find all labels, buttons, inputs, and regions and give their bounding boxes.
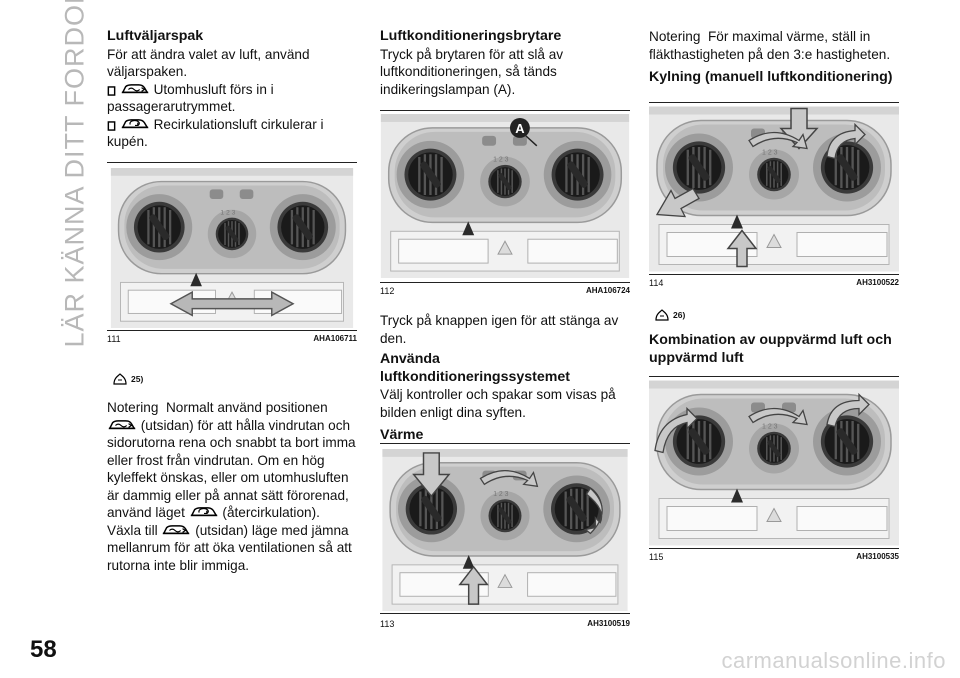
column-2: Luftkonditioneringsbrytare Tryck på bryt… xyxy=(380,28,630,98)
figure-number: 112 xyxy=(380,286,395,296)
rotate-arrow-icon xyxy=(584,487,603,535)
outside-air-car-icon xyxy=(107,418,137,433)
column-1-note: Notering Normalt använd positionen (utsi… xyxy=(107,399,357,574)
ac-off-text: Tryck på knappen igen för att stänga av … xyxy=(380,313,619,346)
rotate-arrow-icon xyxy=(654,406,698,454)
heading-ac-switch: Luftkonditioneringsbrytare xyxy=(380,28,562,44)
note-reference-26: 26) xyxy=(654,308,685,322)
combination-panel-image xyxy=(649,380,899,546)
column-3: Notering För maximal värme, ställ in flä… xyxy=(649,28,899,87)
curved-arrow-icon xyxy=(479,469,539,488)
column-2-middle: Tryck på knappen igen för att stänga av … xyxy=(380,312,630,445)
svg-text:A: A xyxy=(515,121,524,136)
heading-cooling: Kylning (manuell luftkonditionering) xyxy=(649,69,893,85)
up-arrow-icon xyxy=(726,229,758,268)
heading-air-selector: Luftväljarspak xyxy=(107,28,204,44)
figure-number: 113 xyxy=(380,619,395,629)
curved-arrow-icon xyxy=(748,407,808,426)
rotate-arrow-icon xyxy=(826,392,870,428)
heading-using-ac: Använda luftkonditioneringssystemet xyxy=(380,351,570,385)
using-ac-text: Välj kontroller och spakar som visas på … xyxy=(380,387,616,420)
figure-111: 111 AHA106711 xyxy=(107,162,357,354)
figure-number: 115 xyxy=(649,552,664,562)
heading-heat: Värme xyxy=(380,427,424,443)
figure-code: AH3100535 xyxy=(856,552,899,561)
figure-number: 114 xyxy=(649,278,664,288)
figure-code: AH3100519 xyxy=(587,619,630,628)
column-3-lower: Kombination av ouppvärmd luft och uppvär… xyxy=(649,332,899,367)
air-selector-intro: För att ändra valet av luft, använd välj… xyxy=(107,46,310,80)
double-arrow-icon xyxy=(169,290,295,317)
warning-hand-icon xyxy=(655,309,669,321)
down-arrow-icon xyxy=(412,452,451,498)
item-outside-air: Utomhusluft förs in i passagerarutrymmet… xyxy=(107,81,274,115)
figure-number: 111 xyxy=(107,334,121,344)
figure-112: A 112 AHA106724 xyxy=(380,110,630,300)
page-number: 58 xyxy=(30,636,57,663)
figure-code: AHA106711 xyxy=(313,334,357,343)
watermark: carmanualsonline.info xyxy=(721,648,946,673)
figure-113: 113 AH3100519 xyxy=(380,443,630,635)
cooling-panel-image xyxy=(649,106,899,272)
side-chapter-title: LÄR KÄNNA DITT FORDON xyxy=(59,0,90,348)
heat-panel-image xyxy=(380,449,630,611)
up-arrow-icon xyxy=(458,565,489,605)
figure-code: AHA106724 xyxy=(585,286,630,295)
note-max-heat: Notering För maximal värme, ställ in flä… xyxy=(649,29,891,62)
rotate-arrow-icon xyxy=(826,122,866,160)
outside-air-car-icon xyxy=(161,523,191,538)
item-recirculation: Recirkulationsluft cirkulerar i kupén. xyxy=(107,116,324,150)
outside-air-car-icon xyxy=(120,82,150,97)
curved-arrow-icon xyxy=(748,131,808,150)
figure-code: AH3100522 xyxy=(856,278,899,287)
recirculation-car-icon xyxy=(189,505,219,520)
heading-combination: Kombination av ouppvärmd luft och uppvär… xyxy=(649,332,892,366)
small-square-icon xyxy=(107,85,116,97)
column-1: Luftväljarspak För att ändra valet av lu… xyxy=(107,28,357,151)
climate-panel-image xyxy=(107,168,357,328)
label-a-marker xyxy=(509,117,530,138)
figure-114: 114 AH3100522 xyxy=(649,102,899,292)
ac-switch-text: Tryck på brytaren för att slå av luftkon… xyxy=(380,46,564,97)
warning-hand-icon xyxy=(113,373,127,385)
note-reference-25: 25) xyxy=(112,372,143,386)
diagonal-arrow-icon xyxy=(655,187,700,218)
note-paragraph-1: Notering Normalt använd positionen (utsi… xyxy=(107,400,356,573)
recirculation-car-icon xyxy=(120,117,150,132)
ac-panel-image: A xyxy=(380,114,630,278)
small-square-icon xyxy=(107,120,116,132)
figure-115: 115 AH3100535 xyxy=(649,376,899,568)
